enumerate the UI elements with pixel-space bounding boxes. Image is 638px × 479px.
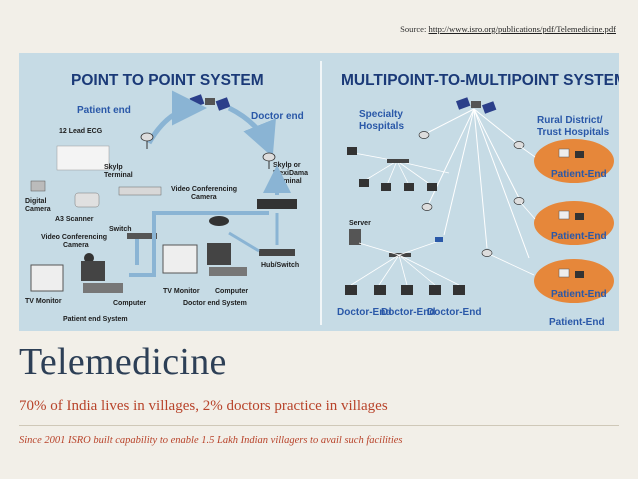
- rural-hospital-1: Patient-End: [534, 139, 614, 183]
- scanner-label: A3 Scanner: [55, 216, 94, 223]
- footnote: Since 2001 ISRO built capability to enab…: [19, 435, 403, 446]
- flexidama-terminal-icon: [257, 199, 297, 209]
- patient-end-3: Patient-End: [551, 289, 607, 300]
- satellite-icon: [455, 97, 497, 114]
- vcc-mid-label-2: Camera: [191, 194, 217, 201]
- hub-switch-icon: [259, 249, 295, 256]
- computer-icon: [575, 151, 584, 158]
- computer-icon: [347, 147, 357, 155]
- skylp-flexi-label-1: Skylp or: [273, 162, 301, 169]
- vcc-mid-label-1: Video Conferencing: [171, 186, 237, 193]
- ecg-device-icon: [56, 145, 110, 171]
- computer-icon: [81, 261, 105, 281]
- computer-icon: [381, 183, 391, 191]
- tv-monitor-icon: [558, 148, 570, 158]
- digicam-label-2: Camera: [25, 206, 51, 213]
- page-subtitle: 70% of India lives in villages, 2% docto…: [19, 398, 388, 414]
- switch-label: Switch: [109, 226, 132, 233]
- satellite-links: [426, 108, 530, 259]
- tv-mid-label: TV Monitor: [163, 288, 200, 295]
- rural-label-2: Trust Hospitals: [537, 127, 610, 138]
- satellite-dish-icon: [418, 131, 430, 139]
- doctor-end-2: Doctor-End: [381, 307, 435, 318]
- computer-icon: [429, 285, 441, 295]
- source-prefix: Source:: [400, 24, 429, 34]
- satellite-dish-icon: [421, 203, 433, 211]
- computer-icon: [345, 285, 357, 295]
- server-icon: [349, 229, 361, 245]
- skylp-label-1: Skylp: [104, 164, 123, 171]
- specialty-network: [353, 152, 450, 186]
- computer-icon: [427, 183, 437, 191]
- computer-icon: [359, 179, 369, 187]
- tv-monitor-icon: [558, 268, 570, 278]
- computer-icon: [453, 285, 465, 295]
- uplink-arrow-left: [146, 90, 207, 145]
- computer-icon: [404, 183, 414, 191]
- satellite-dish-icon: [481, 249, 493, 257]
- modem-icon: [435, 237, 443, 242]
- ecg-label: 12 Lead ECG: [59, 128, 103, 135]
- specialty-label-1: Specialty: [359, 109, 403, 120]
- patient-doctor-link: [129, 211, 269, 277]
- tv-left-label: TV Monitor: [25, 298, 62, 305]
- rural-links: [490, 146, 536, 276]
- rural-hospital-2: Patient-End: [534, 201, 614, 245]
- computer-base-icon: [209, 267, 247, 276]
- divider: [19, 425, 619, 426]
- doctor-network: [350, 240, 460, 286]
- patient-end-footer: Patient-End: [549, 317, 605, 328]
- patient-end-label: Patient end: [77, 105, 131, 116]
- source-link[interactable]: http://www.isro.org/publications/pdf/Tel…: [428, 24, 616, 34]
- patient-end-2: Patient-End: [551, 231, 607, 242]
- diagram-svg: POINT TO POINT SYSTEM MULTIPOINT-TO-MULT…: [25, 61, 619, 328]
- downlink-arrow-right: [227, 105, 276, 158]
- video-camera-icon: [84, 253, 94, 263]
- computer-left-label: Computer: [113, 300, 146, 307]
- telemedicine-diagram: POINT TO POINT SYSTEM MULTIPOINT-TO-MULT…: [19, 53, 619, 331]
- camera-hub-link: [228, 231, 260, 253]
- skylp-terminal-icon: [118, 186, 162, 196]
- hub-switch-icon: [387, 159, 409, 163]
- computer-mid-label: Computer: [215, 288, 248, 295]
- vcc-left-label-1: Video Conferencing: [41, 234, 107, 241]
- computer-cluster-top: [347, 147, 437, 191]
- computer-icon: [575, 213, 584, 220]
- tv-monitor-icon: [558, 210, 570, 220]
- video-camera-icon: [209, 216, 229, 226]
- doctor-system-label: Doctor end System: [183, 300, 247, 307]
- vcc-left-label-2: Camera: [63, 242, 89, 249]
- computer-icon: [207, 243, 231, 265]
- left-title: POINT TO POINT SYSTEM: [71, 72, 264, 89]
- server-label: Server: [349, 220, 371, 227]
- source-citation: Source: http://www.isro.org/publications…: [400, 24, 616, 34]
- rural-label-1: Rural District/: [537, 115, 603, 126]
- computer-base-icon: [83, 283, 123, 293]
- page-title: Telemedicine: [19, 341, 227, 383]
- scanner-icon: [74, 192, 100, 208]
- doctor-end-label: Doctor end: [251, 111, 304, 122]
- digicam-label-1: Digital: [25, 198, 46, 205]
- hub-label: Hub/Switch: [261, 262, 299, 269]
- patient-end-1: Patient-End: [551, 169, 607, 180]
- computer-icon: [374, 285, 386, 295]
- patient-system-label: Patient end System: [63, 316, 128, 323]
- right-title: MULTIPOINT-TO-MULTIPOINT SYSTEM: [341, 72, 619, 89]
- switch-icon: [127, 233, 157, 239]
- tv-monitor-icon: [162, 244, 198, 274]
- skylp-label-2: Terminal: [104, 172, 133, 179]
- tv-monitor-icon: [30, 264, 64, 292]
- doctor-end-3: Doctor-End: [427, 307, 481, 318]
- computer-cluster-bottom: [345, 285, 465, 295]
- satellite-dish-icon: [513, 197, 525, 205]
- digital-camera-icon: [30, 180, 46, 192]
- satellite-dish-icon: [513, 141, 525, 149]
- rural-hospital-3: Patient-End: [534, 259, 614, 303]
- satellite-dish-icon: [140, 132, 154, 149]
- doctor-end-1: Doctor-End: [337, 307, 391, 318]
- computer-icon: [401, 285, 413, 295]
- specialty-label-2: Hospitals: [359, 121, 404, 132]
- computer-icon: [575, 271, 584, 278]
